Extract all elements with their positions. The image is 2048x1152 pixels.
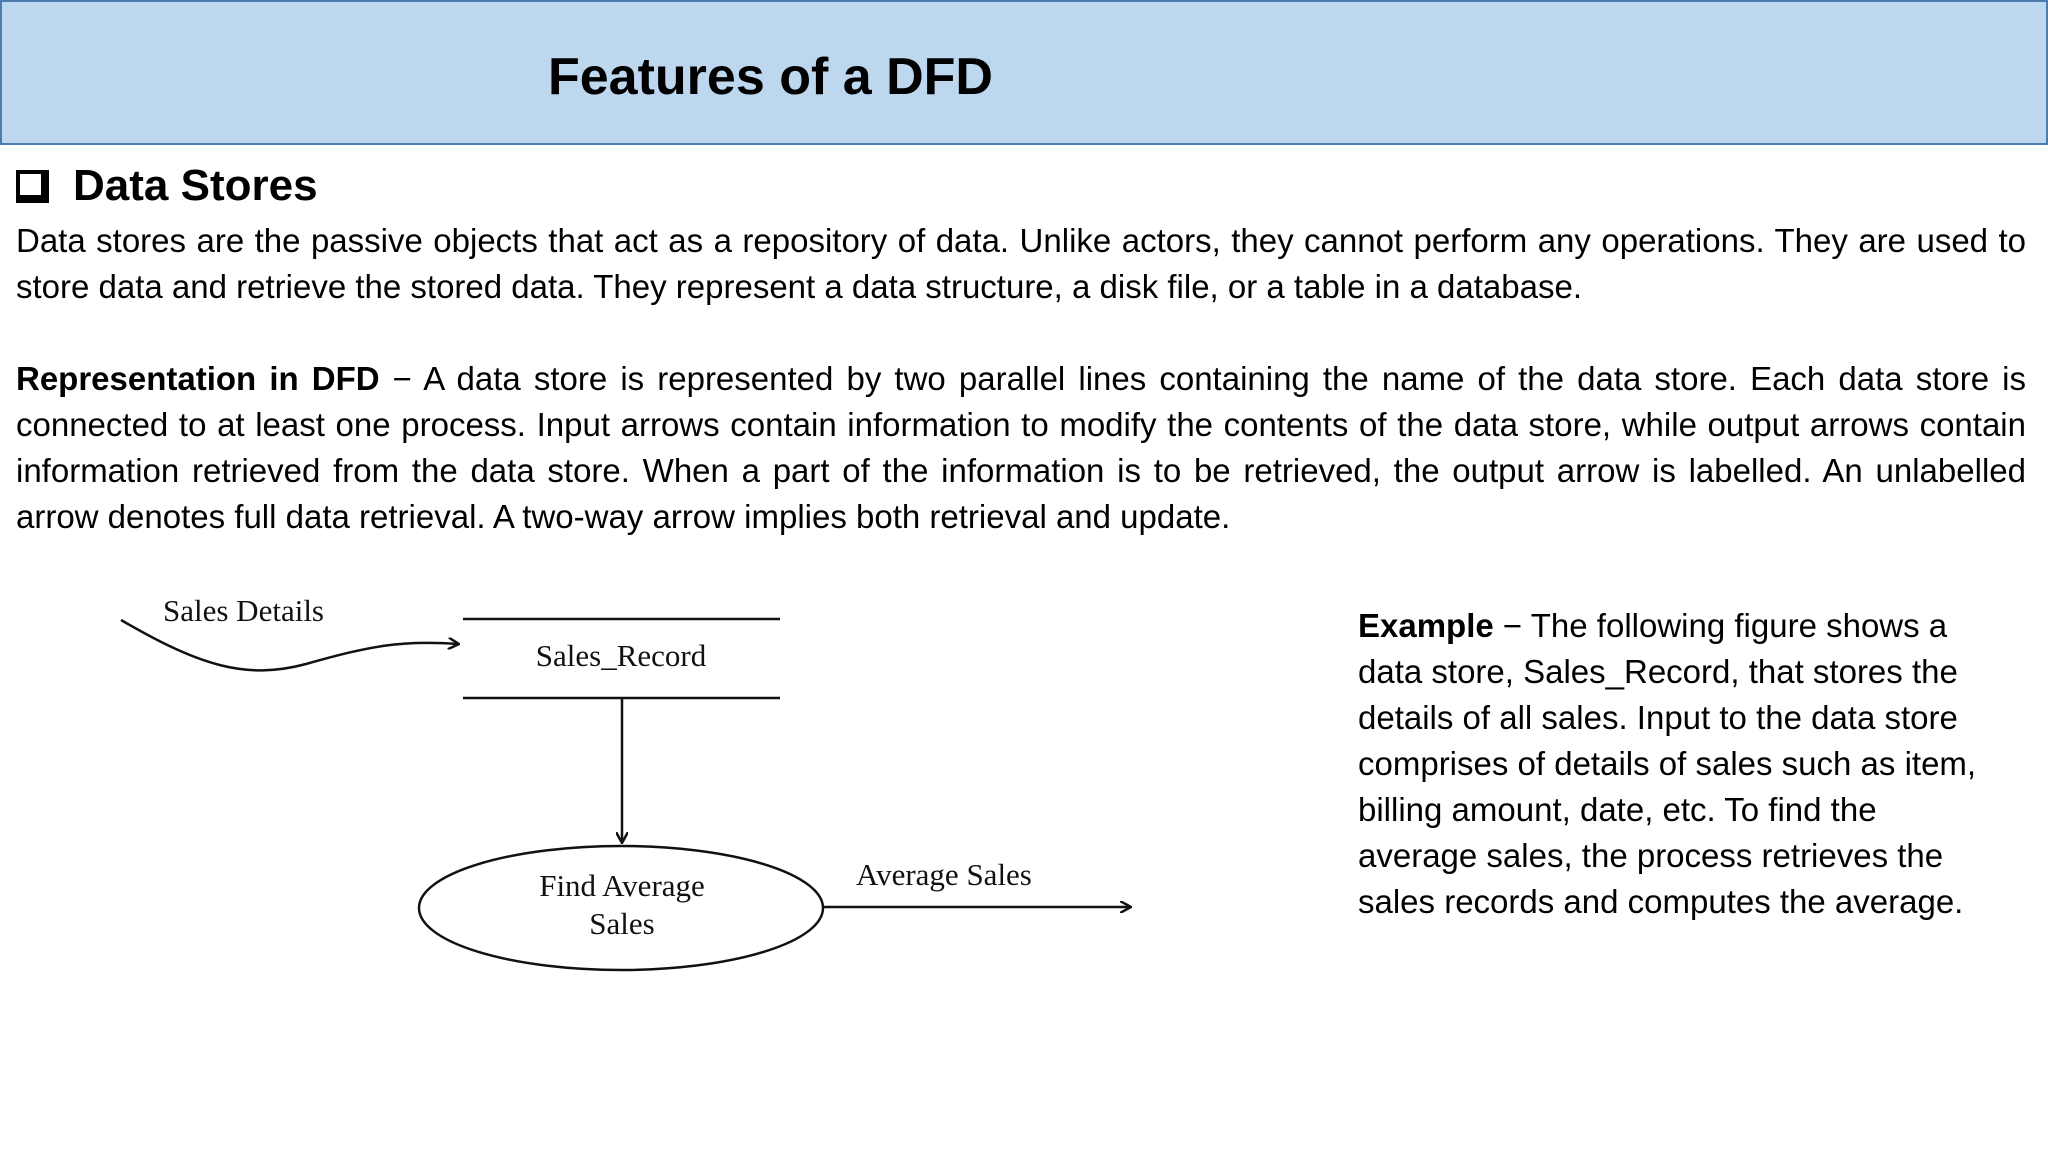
example-lead: Example — [1358, 607, 1494, 644]
process-label-line1: Find Average — [539, 868, 705, 903]
title-bar: Features of a DFD — [0, 0, 2048, 145]
representation-paragraph: Representation in DFD − A data store is … — [16, 356, 2026, 540]
representation-lead: Representation in DFD — [16, 360, 380, 397]
data-store-label: Sales_Record — [536, 638, 707, 673]
output-flow-label: Average Sales — [856, 857, 1032, 892]
input-data-flow-arrow — [120, 618, 458, 672]
checkbox-bullet-icon — [16, 169, 49, 203]
process-label-line2: Sales — [589, 906, 654, 941]
dfd-diagram: Sales Details Sales_Record Find Average … — [120, 593, 1200, 972]
input-flow-label: Sales Details — [163, 593, 324, 628]
section-heading-text: Data Stores — [73, 161, 318, 210]
example-text: − The following figure shows a data stor… — [1358, 607, 1977, 920]
example-paragraph: Example − The following figure shows a d… — [1358, 603, 1998, 925]
section-heading: Data Stores — [16, 158, 318, 214]
representation-text: − A data store is represented by two par… — [16, 360, 2027, 535]
data-stores-description: Data stores are the passive objects that… — [16, 222, 2026, 305]
slide-title: Features of a DFD — [548, 48, 993, 106]
